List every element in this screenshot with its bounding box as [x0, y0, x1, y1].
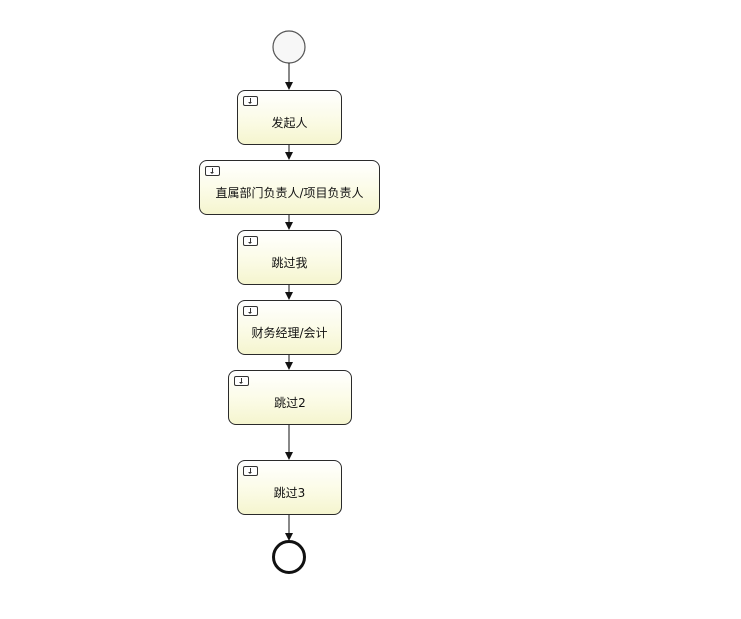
user-task-icon [243, 306, 258, 316]
task-skip-2[interactable]: 跳过2 [228, 370, 352, 425]
task-finance-manager[interactable]: 财务经理/会计 [237, 300, 342, 355]
task-label: 财务经理/会计 [251, 326, 328, 340]
end-event[interactable] [272, 540, 306, 574]
task-initiator[interactable]: 发起人 [237, 90, 342, 145]
task-label: 直属部门负责人/项目负责人 [215, 186, 364, 200]
task-skip-me[interactable]: 跳过我 [237, 230, 342, 285]
user-task-icon [243, 466, 258, 476]
user-task-icon [243, 236, 258, 246]
task-label: 跳过我 [271, 256, 308, 270]
user-task-icon [205, 166, 220, 176]
task-label: 跳过3 [273, 486, 306, 500]
task-department-head[interactable]: 直属部门负责人/项目负责人 [199, 160, 380, 215]
user-task-icon [234, 376, 249, 386]
user-task-icon [243, 96, 258, 106]
task-label: 发起人 [271, 116, 308, 130]
start-event[interactable] [272, 30, 306, 64]
task-label: 跳过2 [274, 396, 306, 410]
task-skip-3[interactable]: 跳过3 [237, 460, 342, 515]
